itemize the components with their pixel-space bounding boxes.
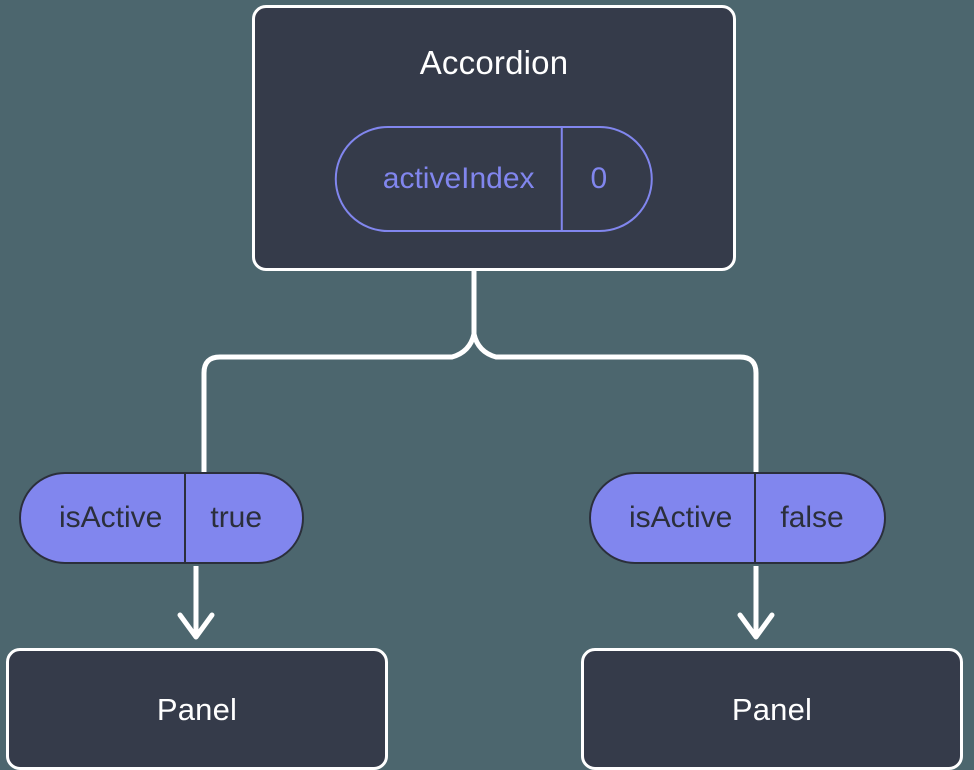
prop-badge-isactive-true[interactable]: isActive true bbox=[19, 472, 305, 564]
connector-branch-right bbox=[471, 331, 759, 475]
state-badge-activeindex[interactable]: activeIndex 0 bbox=[334, 126, 654, 232]
state-badge-key: activeIndex bbox=[382, 162, 535, 195]
node-panel-left[interactable]: Panel bbox=[6, 648, 388, 770]
node-panel-left-title: Panel bbox=[156, 691, 238, 727]
prop-badge-key: isActive bbox=[629, 501, 733, 534]
state-badge-value: 0 bbox=[560, 128, 652, 230]
connector-branch-left bbox=[201, 331, 477, 475]
prop-badge-value: false bbox=[754, 474, 883, 562]
prop-badge-key: isActive bbox=[59, 501, 163, 534]
node-accordion-title: Accordion bbox=[419, 44, 569, 81]
arrow-down-icon-left bbox=[177, 566, 215, 640]
node-panel-right-title: Panel bbox=[731, 691, 813, 727]
arrow-down-icon-right bbox=[737, 566, 775, 640]
prop-badge-value: true bbox=[184, 474, 302, 562]
node-panel-right[interactable]: Panel bbox=[581, 648, 963, 770]
prop-badge-isactive-false[interactable]: isActive false bbox=[589, 472, 886, 564]
node-accordion[interactable]: Accordion activeIndex 0 bbox=[252, 5, 736, 271]
